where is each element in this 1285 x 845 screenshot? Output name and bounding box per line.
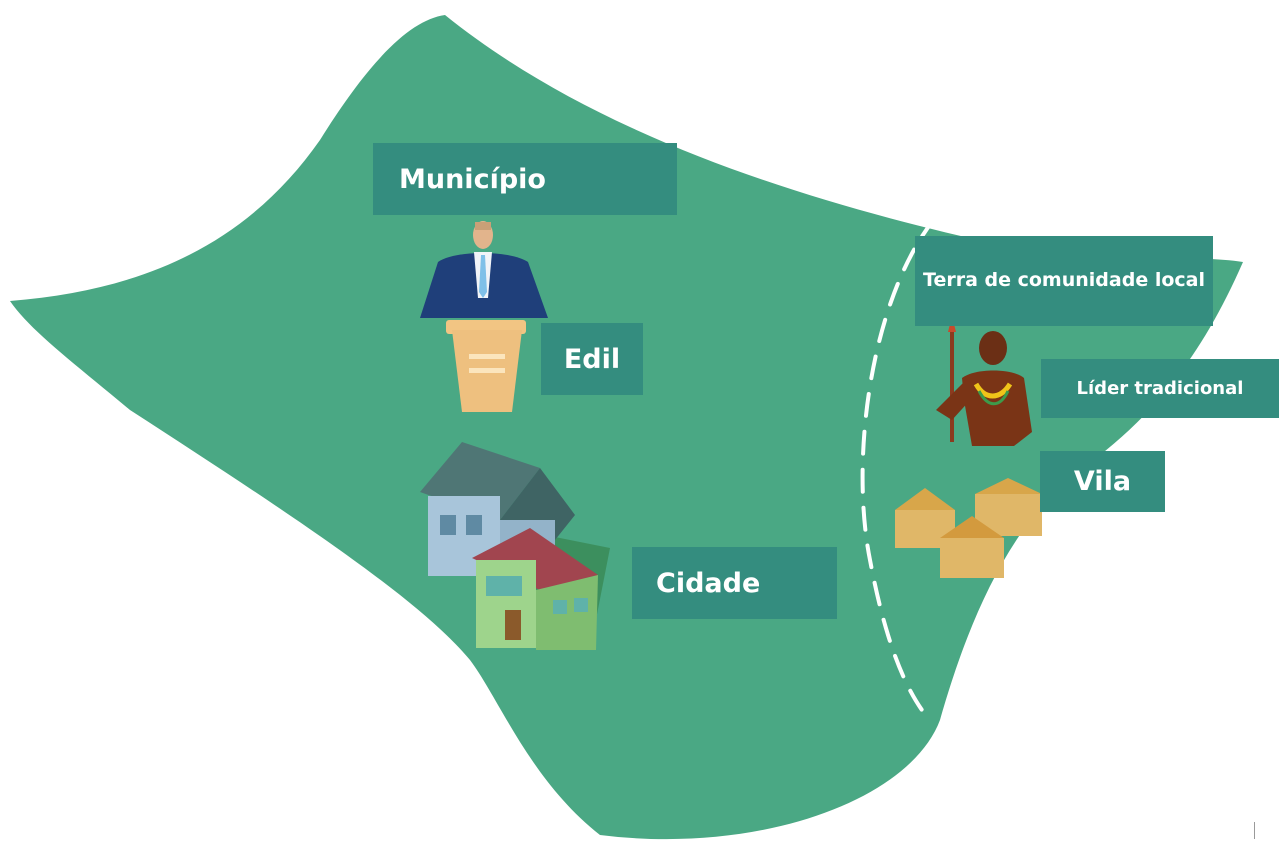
traditional-leader-label: Líder tradicional (1041, 359, 1279, 418)
houses-icon (420, 442, 610, 650)
official-at-podium-icon (420, 221, 548, 412)
mayor-label: Edil (541, 323, 643, 395)
village-label: Vila (1040, 451, 1165, 512)
land-area (10, 15, 1243, 840)
community-boundary-line (860, 216, 937, 720)
municipality-label: Município (373, 143, 677, 215)
city-label: Cidade (632, 547, 837, 619)
huts-icon (895, 478, 1042, 578)
text-cursor (1254, 822, 1255, 839)
community-land-label: Terra de comunidade local (915, 236, 1213, 326)
